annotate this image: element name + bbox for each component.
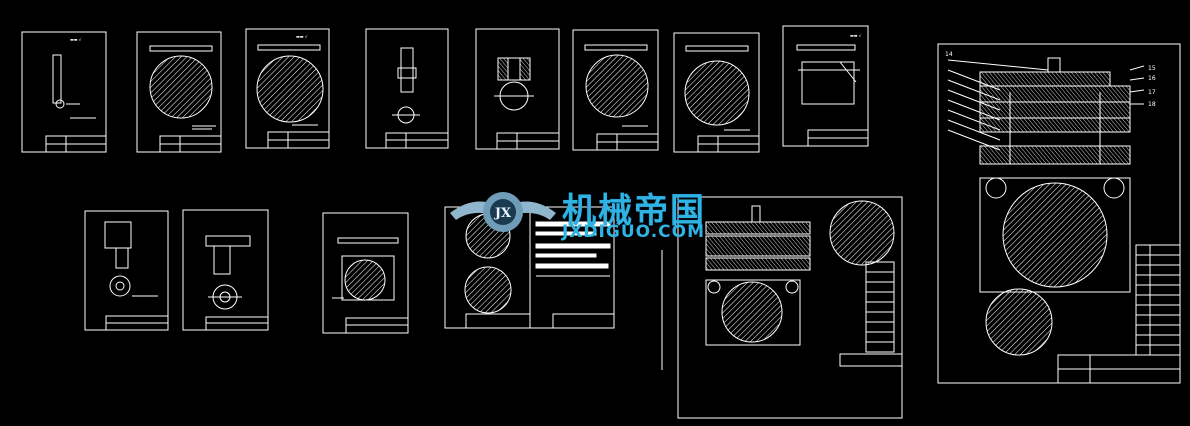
sheet-part-die-plate-1[interactable]	[136, 31, 222, 153]
balloon-15: 15	[1148, 65, 1156, 72]
sheet-assembly-middle[interactable]	[661, 196, 903, 419]
watermark-logo-letters: JX	[494, 206, 512, 221]
sheet-part-stopper[interactable]	[84, 210, 169, 331]
sheet-part-stripper[interactable]: ▬▬ √	[782, 25, 869, 147]
watermark-name-cn: 机械帝国	[562, 191, 706, 231]
svg-text:▬▬ √: ▬▬ √	[70, 37, 82, 42]
sheet-part-guide-bush[interactable]	[475, 28, 560, 150]
balloon-16: 16	[1148, 75, 1156, 82]
sheet-part-die-plate-2[interactable]: ▬▬ √	[245, 28, 330, 149]
svg-text:▬▬ √: ▬▬ √	[296, 34, 308, 39]
sheet-assembly-main[interactable]	[937, 43, 1181, 384]
svg-text:▬▬ √: ▬▬ √	[850, 33, 862, 38]
balloon-14: 14	[945, 51, 953, 58]
sheet-part-fixed-plate[interactable]	[322, 212, 409, 334]
watermark-name-en: JXDIGUO.COM	[562, 222, 706, 242]
balloon-17: 17	[1148, 89, 1156, 96]
watermark-logo-icon: JX	[450, 192, 556, 232]
balloon-18: 18	[1148, 101, 1156, 108]
sheet-part-die-plate-4[interactable]	[673, 32, 760, 153]
sheet-part-punch[interactable]	[365, 28, 449, 149]
balloon-labels: 14 15 16 17 18	[945, 51, 1156, 108]
sheet-part-die-plate-3[interactable]	[572, 29, 659, 151]
sheet-part-bolt[interactable]	[182, 209, 269, 331]
sheet-part-pin[interactable]: ▬▬ √	[21, 31, 107, 153]
